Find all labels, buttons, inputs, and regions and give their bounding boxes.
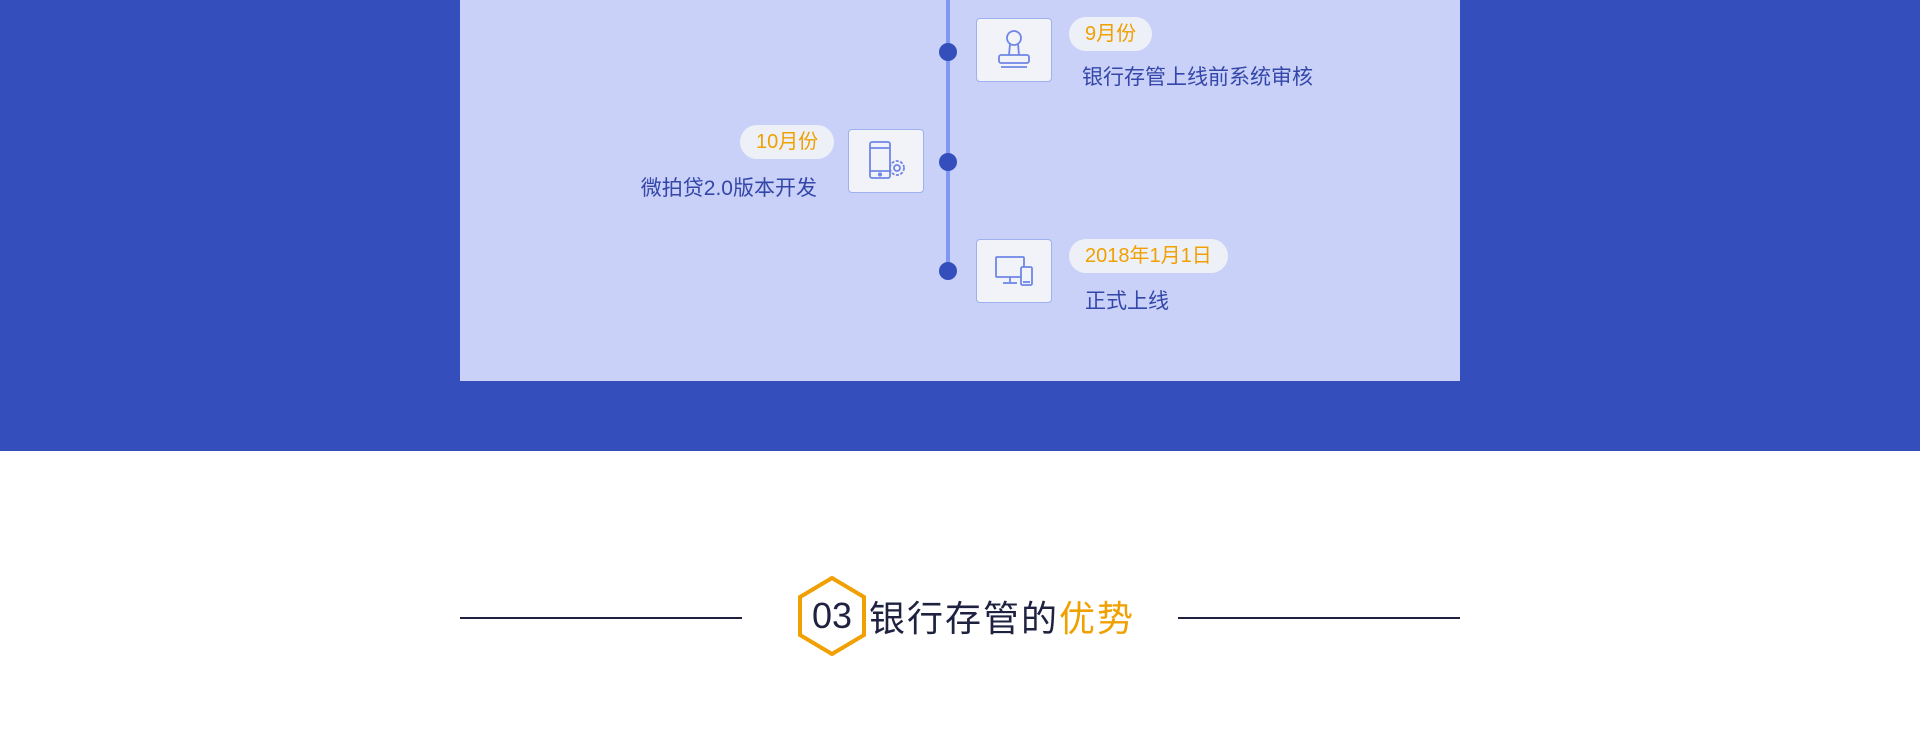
timeline-dot [939, 43, 957, 61]
timeline-event-icon-box [976, 18, 1052, 82]
timeline-event-icon-box [848, 129, 924, 193]
phone-settings-icon [864, 139, 908, 183]
section-number-badge: 03 [796, 575, 868, 657]
timeline-dot [939, 262, 957, 280]
section-title-accent: 优势 [1059, 598, 1136, 639]
timeline-event-description: 正式上线 [1085, 290, 1169, 313]
timeline-panel [460, 0, 1460, 381]
timeline-event-description: 银行存管上线前系统审核 [1082, 66, 1313, 89]
section-number: 03 [811, 595, 853, 636]
section-divider-left [460, 617, 742, 619]
devices-icon [992, 251, 1036, 291]
timeline-event-date: 10月份 [740, 125, 835, 159]
section-divider-right [1178, 617, 1460, 619]
section-title-main: 银行存管的 [869, 598, 1060, 639]
timeline-event-date: 9月份 [1069, 17, 1153, 51]
timeline-event-icon-box [976, 239, 1052, 303]
timeline-event-date: 2018年1月1日 [1069, 239, 1228, 273]
section-title: 银行存管的优势 [869, 590, 1135, 642]
timeline-line [946, 0, 950, 272]
stamp-icon [994, 28, 1034, 72]
timeline-event-description: 微拍贷2.0版本开发 [640, 177, 817, 200]
timeline-dot [939, 153, 957, 171]
